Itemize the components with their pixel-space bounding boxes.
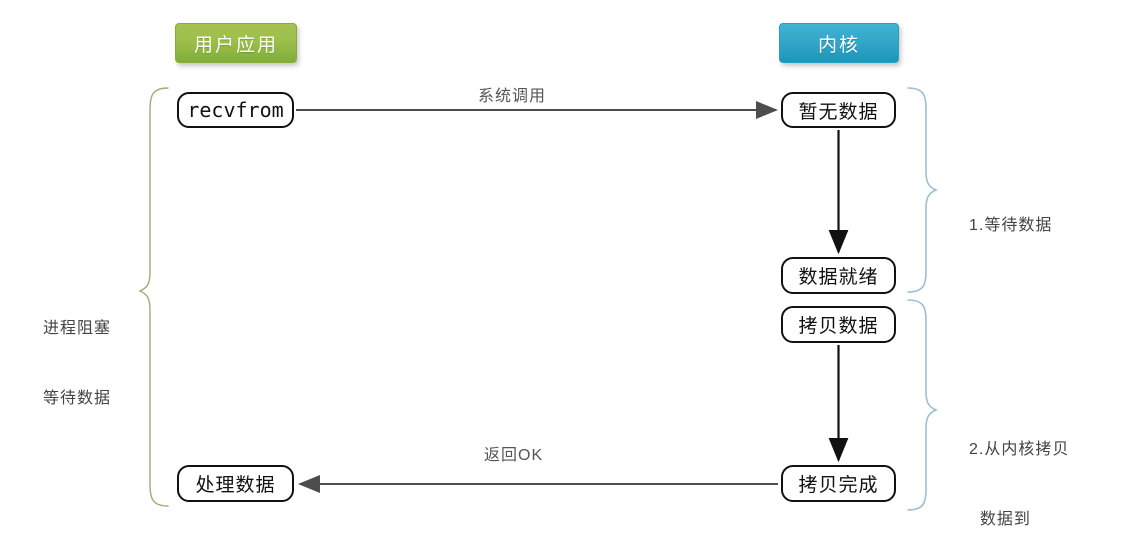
annotation-step-2-line-2: 数据到 <box>969 510 1031 528</box>
node-process[interactable]: 处理数据 <box>177 465 294 502</box>
node-copy-done[interactable]: 拷贝完成 <box>781 465 896 502</box>
header-kernel-label: 内核 <box>817 34 860 56</box>
node-data-ready-label: 数据就绪 <box>798 267 879 288</box>
annotation-process-blocked-line-1: 进程阻塞 <box>43 320 112 338</box>
node-recvfrom[interactable]: recvfrom <box>177 92 294 128</box>
annotation-process-blocked: 进程阻塞 等待数据 <box>43 271 111 457</box>
node-no-data-label: 暂无数据 <box>798 101 879 123</box>
header-user-app-label: 用户应用 <box>193 34 278 56</box>
node-copying[interactable]: 拷贝数据 <box>781 306 896 343</box>
node-copying-label: 拷贝数据 <box>798 316 879 337</box>
edge-label-return: 返回OK <box>484 447 544 464</box>
node-process-label: 处理数据 <box>195 475 276 496</box>
annotation-step-2: 2.从内核拷贝 数据到 用户空间 <box>969 392 1069 539</box>
brace-step-1 <box>907 87 939 293</box>
node-recvfrom-label: recvfrom <box>187 98 284 122</box>
edge-label-syscall: 系统调用 <box>478 88 547 105</box>
annotation-step-1-line-1: 1.等待数据 <box>969 217 1053 235</box>
header-kernel[interactable]: 内核 <box>779 23 899 63</box>
header-user-app[interactable]: 用户应用 <box>175 23 297 63</box>
annotation-step-2-line-1: 2.从内核拷贝 <box>969 441 1070 459</box>
node-data-ready[interactable]: 数据就绪 <box>781 257 896 294</box>
brace-process-blocked <box>138 87 169 507</box>
annotation-step-1: 1.等待数据 <box>969 168 1052 284</box>
node-copy-done-label: 拷贝完成 <box>798 475 879 496</box>
node-no-data[interactable]: 暂无数据 <box>781 92 896 128</box>
annotation-process-blocked-line-2: 等待数据 <box>43 389 112 407</box>
brace-step-2 <box>907 299 939 511</box>
